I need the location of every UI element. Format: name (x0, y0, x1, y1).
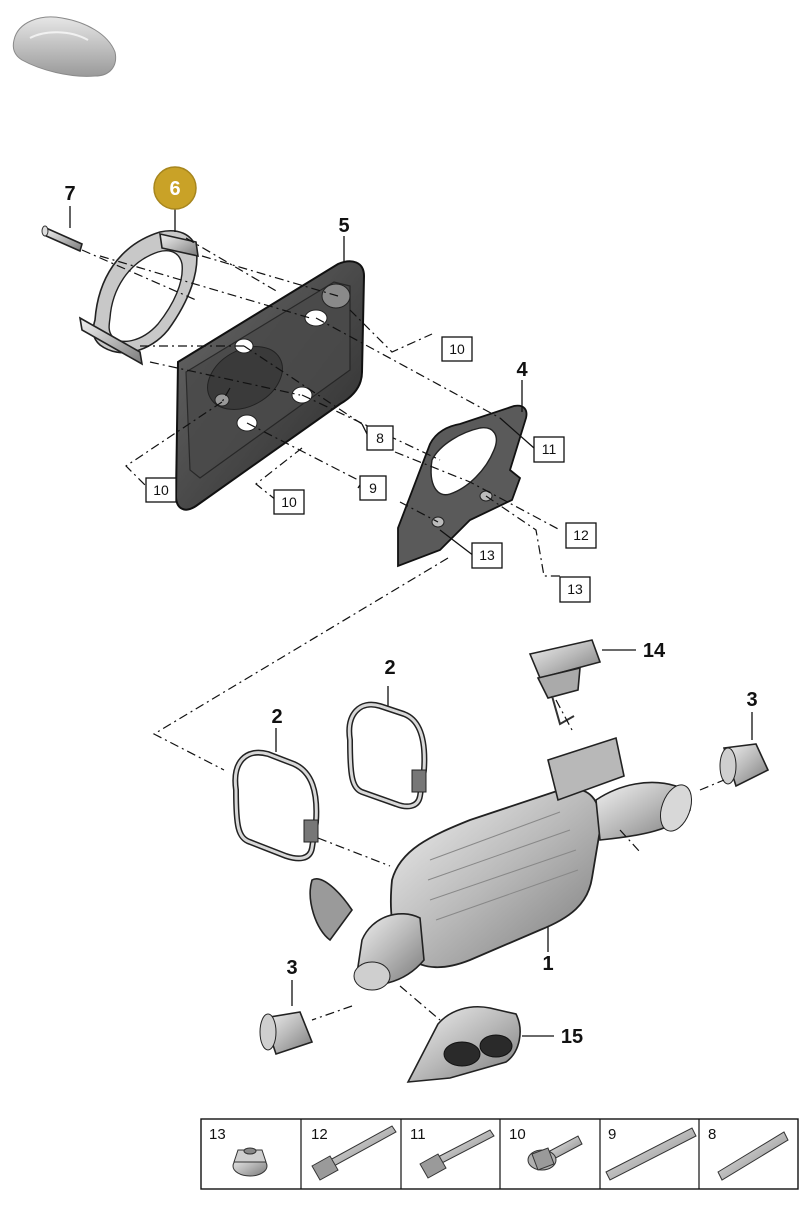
table-cell-9[interactable]: 9 (605, 1126, 697, 1181)
table-cell-11[interactable]: 11 (410, 1126, 495, 1179)
flange-bolt-icon (527, 1135, 583, 1171)
svg-text:8: 8 (708, 1126, 716, 1143)
callout-1: 1 (542, 953, 553, 975)
callout-3b: 3 (286, 957, 297, 979)
boxed-callout-13-a: 13 (471, 542, 503, 569)
bolt-part-7 (41, 225, 83, 253)
callout-4: 4 (516, 359, 528, 381)
callout-7: 7 (64, 183, 75, 205)
table-cell-10[interactable]: 10 (509, 1126, 583, 1171)
clamp-part-2-left (232, 749, 320, 862)
callout-2b: 2 (271, 706, 282, 728)
vehicle-silhouette-icon (12, 16, 117, 77)
tailpipe-part-15 (406, 1006, 521, 1083)
callout-5: 5 (338, 215, 349, 237)
svg-text:10: 10 (449, 341, 465, 357)
callout-15: 15 (561, 1026, 583, 1048)
assembly-lines-lower (311, 699, 725, 1021)
boxed-callout-9: 9 (359, 475, 387, 501)
clamp-part-3-left (259, 1011, 314, 1056)
table-cell-12[interactable]: 12 (311, 1125, 397, 1181)
clamp-part-2-right (346, 701, 428, 810)
flange-nut-icon (232, 1147, 268, 1177)
boxed-callout-10-b: 10 (145, 477, 177, 503)
svg-text:9: 9 (369, 480, 377, 496)
table-cell-13[interactable]: 13 (209, 1126, 268, 1177)
boxed-callout-10-a: 10 (441, 336, 473, 362)
highlight-badge-6[interactable] (153, 166, 197, 210)
svg-text:13: 13 (479, 547, 495, 563)
svg-text:8: 8 (376, 430, 384, 446)
svg-text:11: 11 (542, 441, 557, 457)
svg-text:11: 11 (410, 1126, 426, 1143)
boxed-callout-12: 12 (565, 522, 597, 549)
hardware-table: 13 12 11 10 (200, 1118, 799, 1190)
svg-text:10: 10 (153, 482, 169, 498)
muffler-part-1 (309, 736, 693, 991)
svg-text:10: 10 (509, 1126, 526, 1143)
short-bolt-icon (419, 1129, 495, 1179)
svg-text:13: 13 (209, 1126, 226, 1143)
svg-text:10: 10 (281, 494, 297, 510)
boxed-callout-11: 11 (533, 436, 565, 463)
stud-icon (717, 1131, 789, 1181)
table-cell-8[interactable]: 8 (708, 1126, 789, 1181)
boxed-callout-13-b: 13 (559, 576, 591, 603)
long-stud-icon (605, 1127, 697, 1181)
callout-2a: 2 (384, 657, 395, 679)
long-bolt-icon (311, 1125, 397, 1181)
callout-6[interactable]: 6 (169, 178, 180, 200)
callout-3a: 3 (746, 689, 757, 711)
svg-text:13: 13 (567, 581, 583, 597)
boxed-callout-10-c: 10 (273, 489, 305, 515)
bracket-part-6 (78, 230, 199, 366)
svg-text:9: 9 (608, 1126, 616, 1143)
svg-text:12: 12 (573, 527, 589, 543)
callout-14: 14 (643, 640, 666, 662)
actuator-part-14 (528, 639, 602, 726)
assembly-lines-upper (81, 237, 561, 771)
mounting-bracket-part-4 (397, 404, 528, 568)
clamp-part-3-right (719, 743, 770, 788)
svg-text:12: 12 (311, 1126, 328, 1143)
boxed-callout-8: 8 (366, 425, 394, 451)
